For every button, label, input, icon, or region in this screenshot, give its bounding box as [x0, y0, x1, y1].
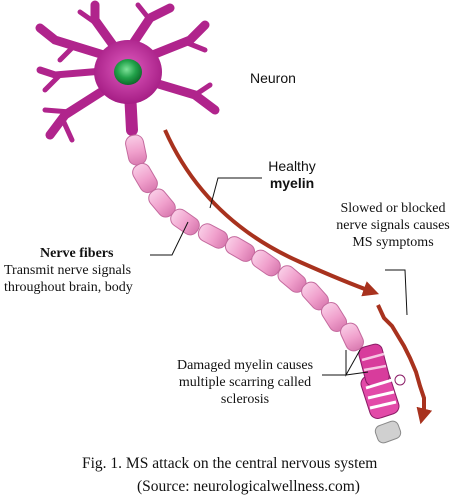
- label-damaged-myelin: Damaged myelin causes multiple scarring …: [170, 357, 320, 408]
- label-slowed-signals: Slowed or blocked nerve signals causes M…: [318, 200, 468, 251]
- callout-lines: [150, 177, 408, 377]
- label-nerve-fibers: Nerve fibers Transmit nerve signals thro…: [4, 245, 133, 296]
- figure-source: (Source: neurologicalwellness.com): [137, 478, 360, 495]
- label-nerve-fibers-title: Nerve fibers: [40, 246, 114, 261]
- label-damaged-line-3: sclerosis: [220, 392, 270, 407]
- label-slowed-line-3: MS symptoms: [352, 235, 434, 250]
- myelin-sheath: [125, 134, 364, 352]
- label-healthy-myelin: Healthy myelin: [262, 158, 322, 192]
- label-neuron: Neuron: [250, 70, 296, 86]
- label-slowed-line-1: Slowed or blocked: [340, 201, 446, 216]
- label-myelin: myelin: [269, 175, 315, 191]
- label-slowed-line-2: nerve signals causes: [336, 218, 450, 233]
- label-nerve-fibers-line-1: Transmit nerve signals: [4, 263, 132, 278]
- neuron-cell-body: [35, 0, 220, 143]
- figure-caption: Fig. 1. MS attack on the central nervous…: [82, 455, 378, 472]
- signal-arrow-blocked: [376, 304, 433, 425]
- label-nerve-fibers-line-2: throughout brain, body: [4, 280, 133, 295]
- label-damaged-line-1: Damaged myelin causes: [176, 358, 314, 373]
- nucleus: [114, 59, 142, 85]
- damaged-myelin: [358, 343, 406, 444]
- signal-arrow-healthy: [163, 129, 380, 297]
- label-damaged-line-2: multiple scarring called: [178, 375, 312, 390]
- label-healthy: Healthy: [268, 158, 316, 174]
